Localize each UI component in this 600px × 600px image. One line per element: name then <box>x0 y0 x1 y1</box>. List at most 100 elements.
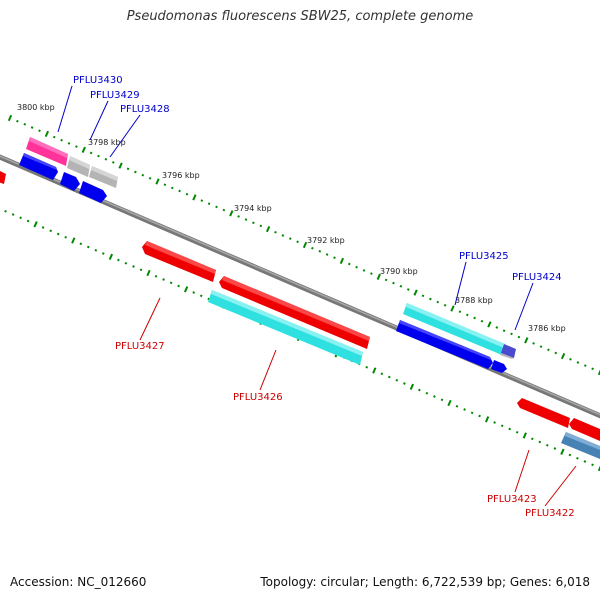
gene-pflu3425[interactable] <box>403 303 505 355</box>
major-tick <box>560 448 565 455</box>
gene-pflu3430[interactable] <box>26 137 68 166</box>
minor-tick <box>583 460 587 463</box>
gene-pflu3423[interactable] <box>517 398 570 428</box>
minor-tick <box>79 242 83 246</box>
minor-tick <box>134 170 137 174</box>
major-tick <box>560 352 566 360</box>
minor-tick <box>296 240 299 244</box>
minor-tick <box>163 183 167 187</box>
minor-tick <box>26 219 30 223</box>
ruler-labels: 3800 kbp 3798 kbp 3796 kbp 3794 kbp 3792… <box>17 103 566 333</box>
minor-tick <box>440 398 444 402</box>
minor-tick <box>478 414 481 418</box>
minor-tick <box>370 272 373 275</box>
minor-tick <box>510 332 513 336</box>
minor-tick <box>139 268 143 272</box>
minor-tick <box>177 284 180 288</box>
minor-tick <box>365 365 369 369</box>
leader-lines-forward <box>57 85 534 331</box>
minor-tick <box>117 258 120 262</box>
minor-tick <box>94 248 98 252</box>
gene-pflu3428[interactable] <box>89 166 118 188</box>
minor-tick <box>399 284 403 288</box>
map-title: Pseudomonas fluorescens SBW25, complete … <box>126 9 474 24</box>
minor-tick <box>470 411 474 415</box>
minor-tick <box>52 135 56 139</box>
gene-labels-forward: PFLU3430 PFLU3429 PFLU3428 PFLU3425 PFLU… <box>73 75 562 283</box>
minor-tick <box>244 218 248 221</box>
minor-tick <box>392 281 395 285</box>
gene-pflu3427[interactable] <box>142 241 216 282</box>
minor-tick <box>568 453 572 457</box>
minor-tick <box>215 205 218 209</box>
gene-label-pflu3426: PFLU3426 <box>233 392 283 403</box>
minor-tick <box>86 245 90 249</box>
gene-label-pflu3430: PFLU3430 <box>73 75 123 86</box>
major-tick <box>33 221 38 228</box>
major-tick <box>183 286 189 293</box>
minor-tick <box>67 142 71 145</box>
major-tick <box>484 416 490 423</box>
minor-tick <box>104 157 108 161</box>
major-tick <box>409 383 415 390</box>
minor-tick <box>170 186 174 190</box>
minor-tick <box>495 326 499 329</box>
cds-reverse-edge-right[interactable] <box>569 418 600 441</box>
minor-tick <box>222 208 226 212</box>
accession-text: Accession: NC_012660 <box>10 575 147 589</box>
major-tick <box>229 210 234 217</box>
minor-tick <box>199 294 203 298</box>
minor-tick <box>380 372 384 376</box>
minor-tick <box>493 421 496 424</box>
gene-label-pflu3424: PFLU3424 <box>512 272 562 283</box>
gene-pflu3422[interactable] <box>561 432 600 459</box>
gene-pflu3429[interactable] <box>67 156 90 177</box>
leader-lines-reverse <box>139 297 577 507</box>
minor-tick <box>200 199 204 202</box>
minor-tick <box>259 224 263 228</box>
cds-forward-1[interactable] <box>19 153 58 180</box>
minor-tick <box>429 297 432 301</box>
cds-reverse-edge[interactable] <box>0 170 6 184</box>
major-tick <box>81 146 86 153</box>
major-tick <box>118 162 123 169</box>
minor-tick <box>425 391 429 395</box>
cds-forward-5[interactable] <box>491 360 507 373</box>
minor-tick <box>532 342 535 345</box>
genome-summary-text: Topology: circular; Length: 6,722,539 bp… <box>260 575 590 589</box>
minor-tick <box>11 213 15 216</box>
gene-label-pflu3422: PFLU3422 <box>525 508 575 519</box>
minor-tick <box>480 319 484 323</box>
cds-forward-2[interactable] <box>60 172 80 191</box>
minor-tick <box>554 351 558 355</box>
minor-tick <box>169 281 173 285</box>
minor-tick <box>347 262 351 266</box>
cds-reverse-long[interactable] <box>219 276 370 349</box>
major-tick <box>339 257 345 265</box>
major-tick <box>597 368 600 376</box>
major-tick <box>108 253 114 260</box>
major-tick <box>265 225 271 233</box>
minor-tick <box>591 463 594 467</box>
major-tick <box>7 114 13 122</box>
minor-tick <box>75 145 78 148</box>
major-tick <box>450 305 455 312</box>
kbp-label: 3786 kbp <box>528 324 566 333</box>
minor-tick <box>384 278 388 282</box>
minor-tick <box>288 237 292 240</box>
gene-pflu3426[interactable] <box>208 290 363 365</box>
minor-tick <box>395 378 399 382</box>
cds-forward-3[interactable] <box>79 181 107 203</box>
minor-tick <box>178 189 181 193</box>
gene-pflu3424[interactable] <box>500 344 516 359</box>
cds-forward-4[interactable] <box>396 320 493 369</box>
minor-tick <box>576 456 579 460</box>
minor-tick <box>4 209 7 213</box>
gene-labels-reverse: PFLU3427 PFLU3426 PFLU3423 PFLU3422 <box>115 341 575 519</box>
minor-tick <box>547 348 550 352</box>
minor-tick <box>274 230 277 234</box>
minor-tick <box>318 249 322 253</box>
minor-tick <box>124 261 128 265</box>
minor-tick <box>458 310 462 314</box>
